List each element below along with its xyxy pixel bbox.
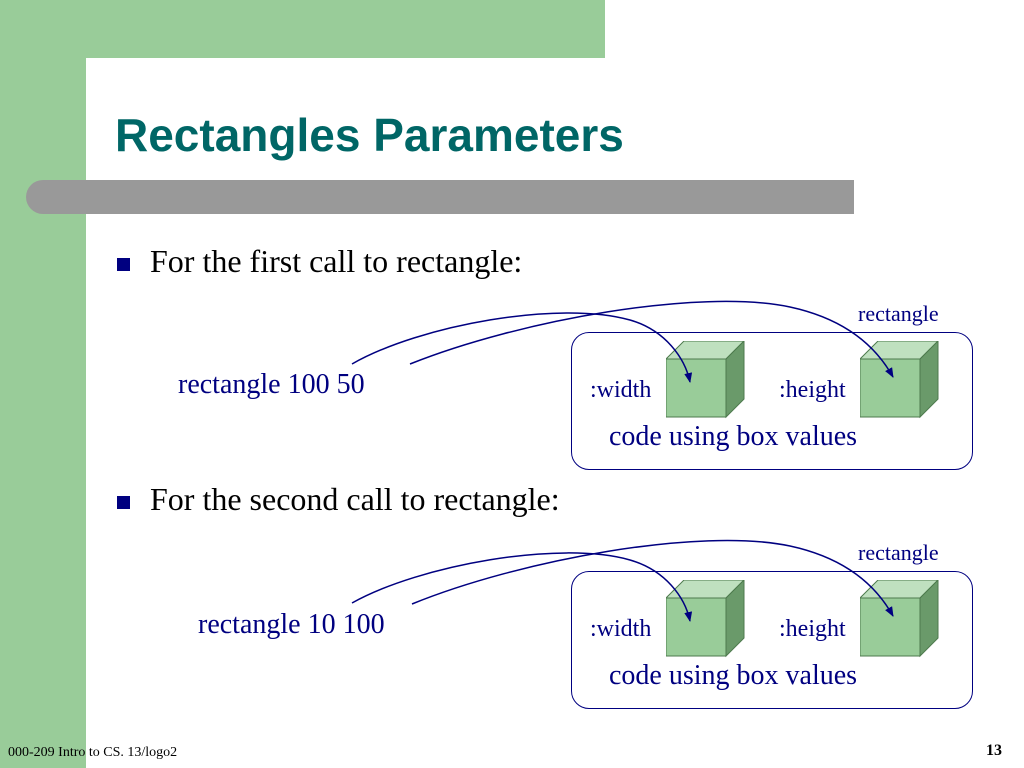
param-height-label: :height [779,616,846,642]
param-width-label: :width [590,616,652,642]
width-box-icon [666,580,745,658]
param-height-label: :height [779,377,846,403]
bullet-square-icon [117,496,130,509]
footer-course-label: 000-209 Intro to CS. 13/logo2 [8,745,178,760]
arrow-10-to-width [351,552,693,622]
procedure-1-box [571,332,973,470]
slide-page-number: 13 [986,742,1002,759]
procedure-2-name: rectangle [858,540,939,565]
arrow-100-to-width [351,312,693,383]
arrow-50-to-height [409,300,894,378]
procedure-1-body: code using box values [609,421,858,452]
call-2-text: rectangle 10 100 [198,609,385,640]
procedure-2-body: code using box values [609,660,858,691]
top-accent-band [0,0,605,58]
height-box-icon [860,341,939,419]
width-box-icon [666,341,745,419]
height-box-icon [860,580,939,658]
title-underline-bar [26,180,854,214]
left-accent-band [0,0,86,768]
arrow-100-to-height [411,539,894,617]
bullet-2-text: For the second call to rectangle: [150,481,560,517]
call-1-text: rectangle 100 50 [178,369,365,400]
procedure-1-name: rectangle [858,301,939,326]
bullet-square-icon [117,258,130,271]
bullet-1-text: For the first call to rectangle: [150,243,523,279]
procedure-2-box [571,571,973,709]
slide-title: Rectangles Parameters [115,109,624,161]
param-width-label: :width [590,377,652,403]
